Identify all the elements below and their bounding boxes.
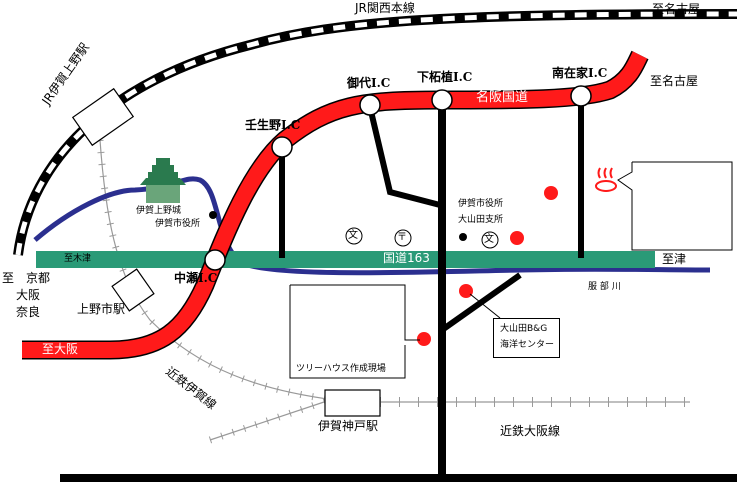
to-kizu-label: 至木津 bbox=[64, 254, 92, 264]
ueno-station-label: 上野市駅 bbox=[77, 302, 126, 316]
nakaze-ic bbox=[204, 249, 226, 271]
meihan-road-label: 名阪国道 bbox=[476, 90, 529, 105]
to-tsu-label: 至津 bbox=[662, 252, 687, 266]
post-symbol-circle bbox=[394, 229, 412, 247]
iga-railway-branch bbox=[209, 399, 331, 441]
treehouse-callout-line bbox=[290, 284, 420, 341]
meihan-road-fill bbox=[22, 51, 648, 358]
jr-kansai-label: JR関西本線 bbox=[355, 1, 415, 15]
mibuno-ic-label: 壬生野I.C bbox=[245, 118, 301, 132]
route-163-label: 国道163 bbox=[383, 251, 430, 265]
hattori-river-label: 服 部 川 bbox=[588, 282, 621, 292]
branch-office-dot bbox=[459, 233, 467, 241]
iga-ueno-castle-label: 伊賀上野城 bbox=[136, 206, 182, 216]
red-point-east bbox=[544, 186, 558, 200]
bg-callout-line bbox=[469, 293, 501, 319]
mishiro-road bbox=[367, 106, 441, 208]
jr-iga-ueno-station-box bbox=[71, 87, 135, 147]
bg-center-label-line1: 大山田B&G bbox=[500, 324, 548, 334]
castle-icon bbox=[140, 158, 186, 203]
to-nagoya-top-label: 至名古屋 bbox=[652, 2, 701, 16]
onsen-callout-box bbox=[617, 161, 733, 251]
bg-center-label-line2: 海洋センター bbox=[500, 340, 555, 350]
nara-label: 奈良 bbox=[16, 305, 41, 319]
iga-kanbe-station-box bbox=[324, 389, 381, 417]
school-symbol-1: 文 bbox=[348, 230, 358, 241]
iga-kanbe-station-label: 伊賀神戸駅 bbox=[318, 419, 379, 433]
nanzaike-ic bbox=[570, 85, 592, 107]
osaka-label: 大阪 bbox=[16, 288, 41, 302]
route-163-road bbox=[36, 251, 655, 268]
branch-office-label-line1: 伊賀市役所 bbox=[458, 199, 504, 209]
city-hall-dot bbox=[209, 211, 217, 219]
shimotsuge-ic-label: 下柘植I.C bbox=[417, 70, 473, 84]
shimotsuge-ic bbox=[431, 89, 453, 111]
bg-center-callout: 大山田B&G 海洋センター bbox=[493, 318, 560, 358]
red-point-bg bbox=[459, 284, 473, 298]
school-symbol-2: 文 bbox=[484, 234, 494, 245]
mishiro-ic bbox=[359, 94, 381, 116]
to-kyoto-label: 至 京都 bbox=[2, 271, 51, 285]
iga-city-hall-label: 伊賀市役所 bbox=[155, 219, 201, 229]
to-osaka-label: 至大阪 bbox=[42, 342, 79, 356]
to-nagoya-right-label: 至名古屋 bbox=[650, 74, 699, 88]
post-symbol: 〒 bbox=[397, 232, 407, 243]
hot-spring-icon bbox=[595, 167, 617, 192]
nakaze-ic-label: 中瀬I.C bbox=[174, 271, 218, 285]
ueno-station-box bbox=[111, 268, 155, 312]
school-symbol-circle-1 bbox=[345, 227, 363, 245]
kintetsu-osaka-label: 近鉄大阪線 bbox=[500, 424, 561, 438]
school-symbol-circle-2 bbox=[481, 231, 499, 249]
treehouse-callout-box bbox=[289, 285, 406, 379]
treehouse-site-label: ツリーハウス作成現場 bbox=[296, 364, 386, 374]
red-point-treehouse bbox=[417, 332, 431, 346]
iga-railway bbox=[99, 139, 336, 401]
mishiro-ic-label: 御代I.C bbox=[347, 76, 391, 90]
mibuno-ic bbox=[271, 136, 293, 158]
red-point-branch bbox=[510, 231, 524, 245]
jr-kansai-line bbox=[13, 9, 737, 256]
branch-office-label-line2: 大山田支所 bbox=[458, 215, 504, 225]
nanzaike-ic-label: 南在家I.C bbox=[552, 66, 608, 80]
